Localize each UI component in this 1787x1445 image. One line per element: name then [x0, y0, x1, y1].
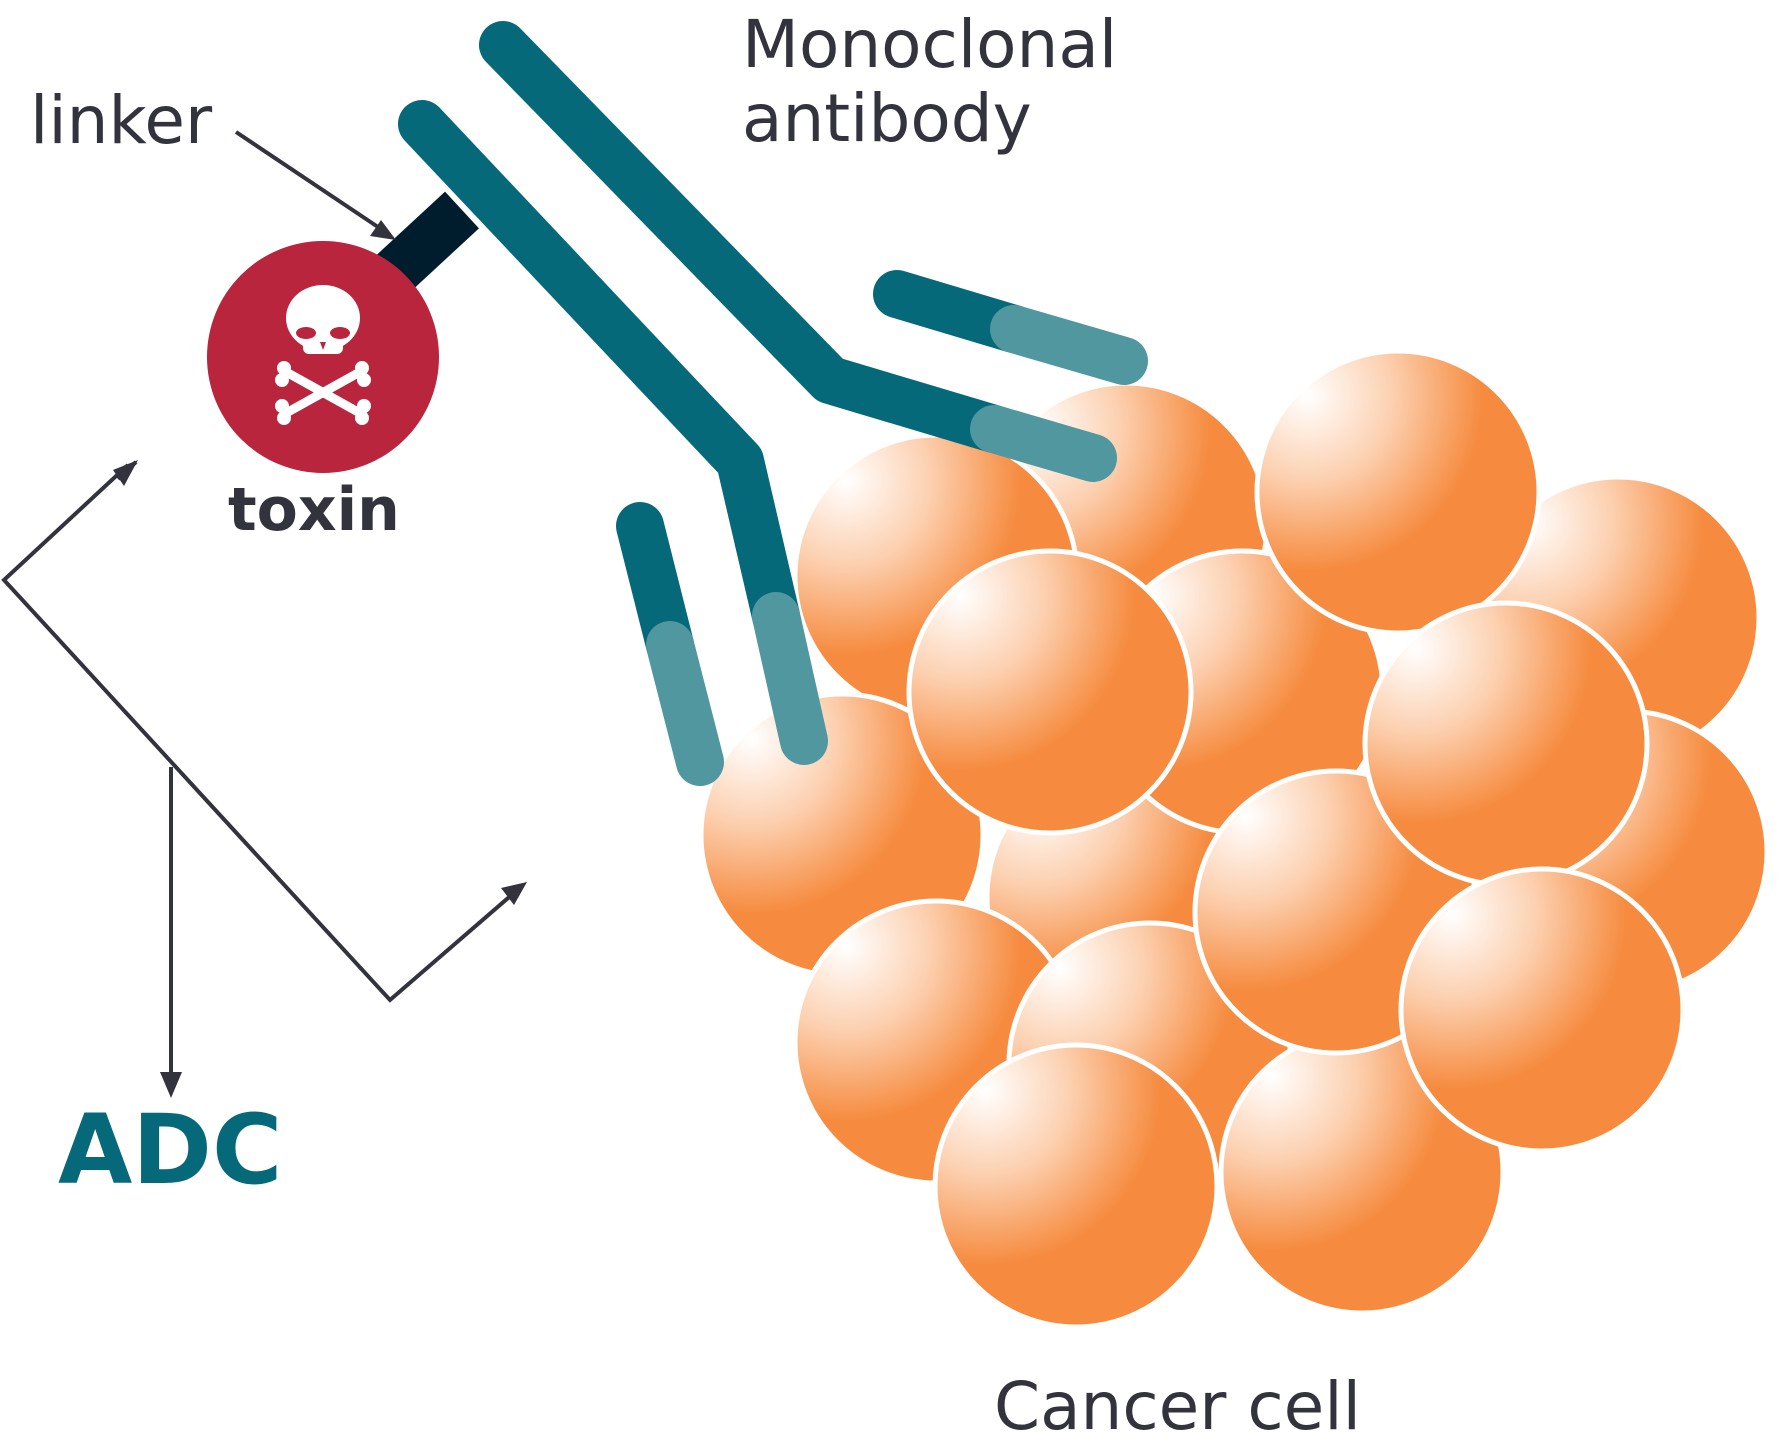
antibody-light-chain-lower-tip — [646, 621, 724, 786]
cancer-cell — [1362, 600, 1650, 888]
monoclonal-antibody-label-line2: antibody — [742, 79, 1032, 157]
adc-pointer-arrowhead — [160, 1072, 182, 1098]
linker-label: linker — [30, 82, 213, 159]
toxin-label: toxin — [228, 475, 400, 545]
monoclonal-antibody-label: Monoclonal antibody — [742, 8, 1117, 156]
toxin — [207, 241, 439, 473]
skull-crossbones-icon — [275, 285, 371, 425]
linker-arrow — [234, 130, 396, 240]
cancer-cell — [1254, 348, 1542, 636]
adc-bracket-outline — [1, 463, 517, 1003]
adc-label: ADC — [58, 1094, 283, 1206]
monoclonal-antibody-label-line1: Monoclonal — [742, 6, 1118, 83]
antibody-light-chain-upper-tip — [990, 305, 1148, 385]
cancer-cell-label: Cancer cell — [994, 1368, 1361, 1445]
linker-arrow-line — [234, 130, 380, 229]
adc-bracket-arrowhead-top — [113, 460, 138, 486]
cancer-cell — [1398, 866, 1686, 1154]
linker-arrowhead — [370, 220, 396, 240]
antibody-heavy-chain-upper-tip — [970, 405, 1117, 482]
cancer-cell — [932, 1042, 1220, 1330]
cancer-cell-cluster — [698, 348, 1770, 1330]
monoclonal-antibody — [398, 21, 1148, 786]
cancer-cell — [906, 548, 1194, 836]
antibody-heavy-chain-upper — [479, 21, 1018, 453]
toxin-circle — [207, 241, 439, 473]
antibody-heavy-chain-lower — [398, 100, 800, 640]
antibody-heavy-chain-lower-tip — [752, 592, 828, 765]
adc-bracket-arrowhead-right — [501, 882, 527, 905]
adc-bracket — [1, 460, 527, 1098]
